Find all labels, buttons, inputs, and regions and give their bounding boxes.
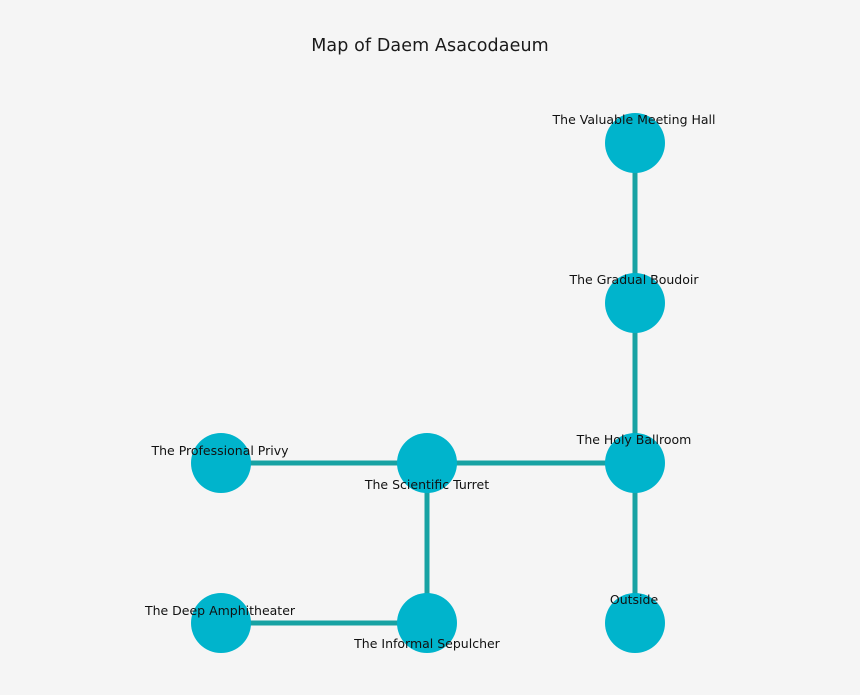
graph-node[interactable] (191, 593, 251, 653)
graph-node[interactable] (605, 273, 665, 333)
graph-node[interactable] (605, 113, 665, 173)
graph-node[interactable] (605, 433, 665, 493)
graph-node[interactable] (397, 593, 457, 653)
graph-node[interactable] (191, 433, 251, 493)
graph-node[interactable] (397, 433, 457, 493)
node-layer (191, 113, 665, 653)
page-title: Map of Daem Asacodaeum (311, 36, 549, 56)
graph-node[interactable] (605, 593, 665, 653)
edge-layer (221, 143, 638, 626)
